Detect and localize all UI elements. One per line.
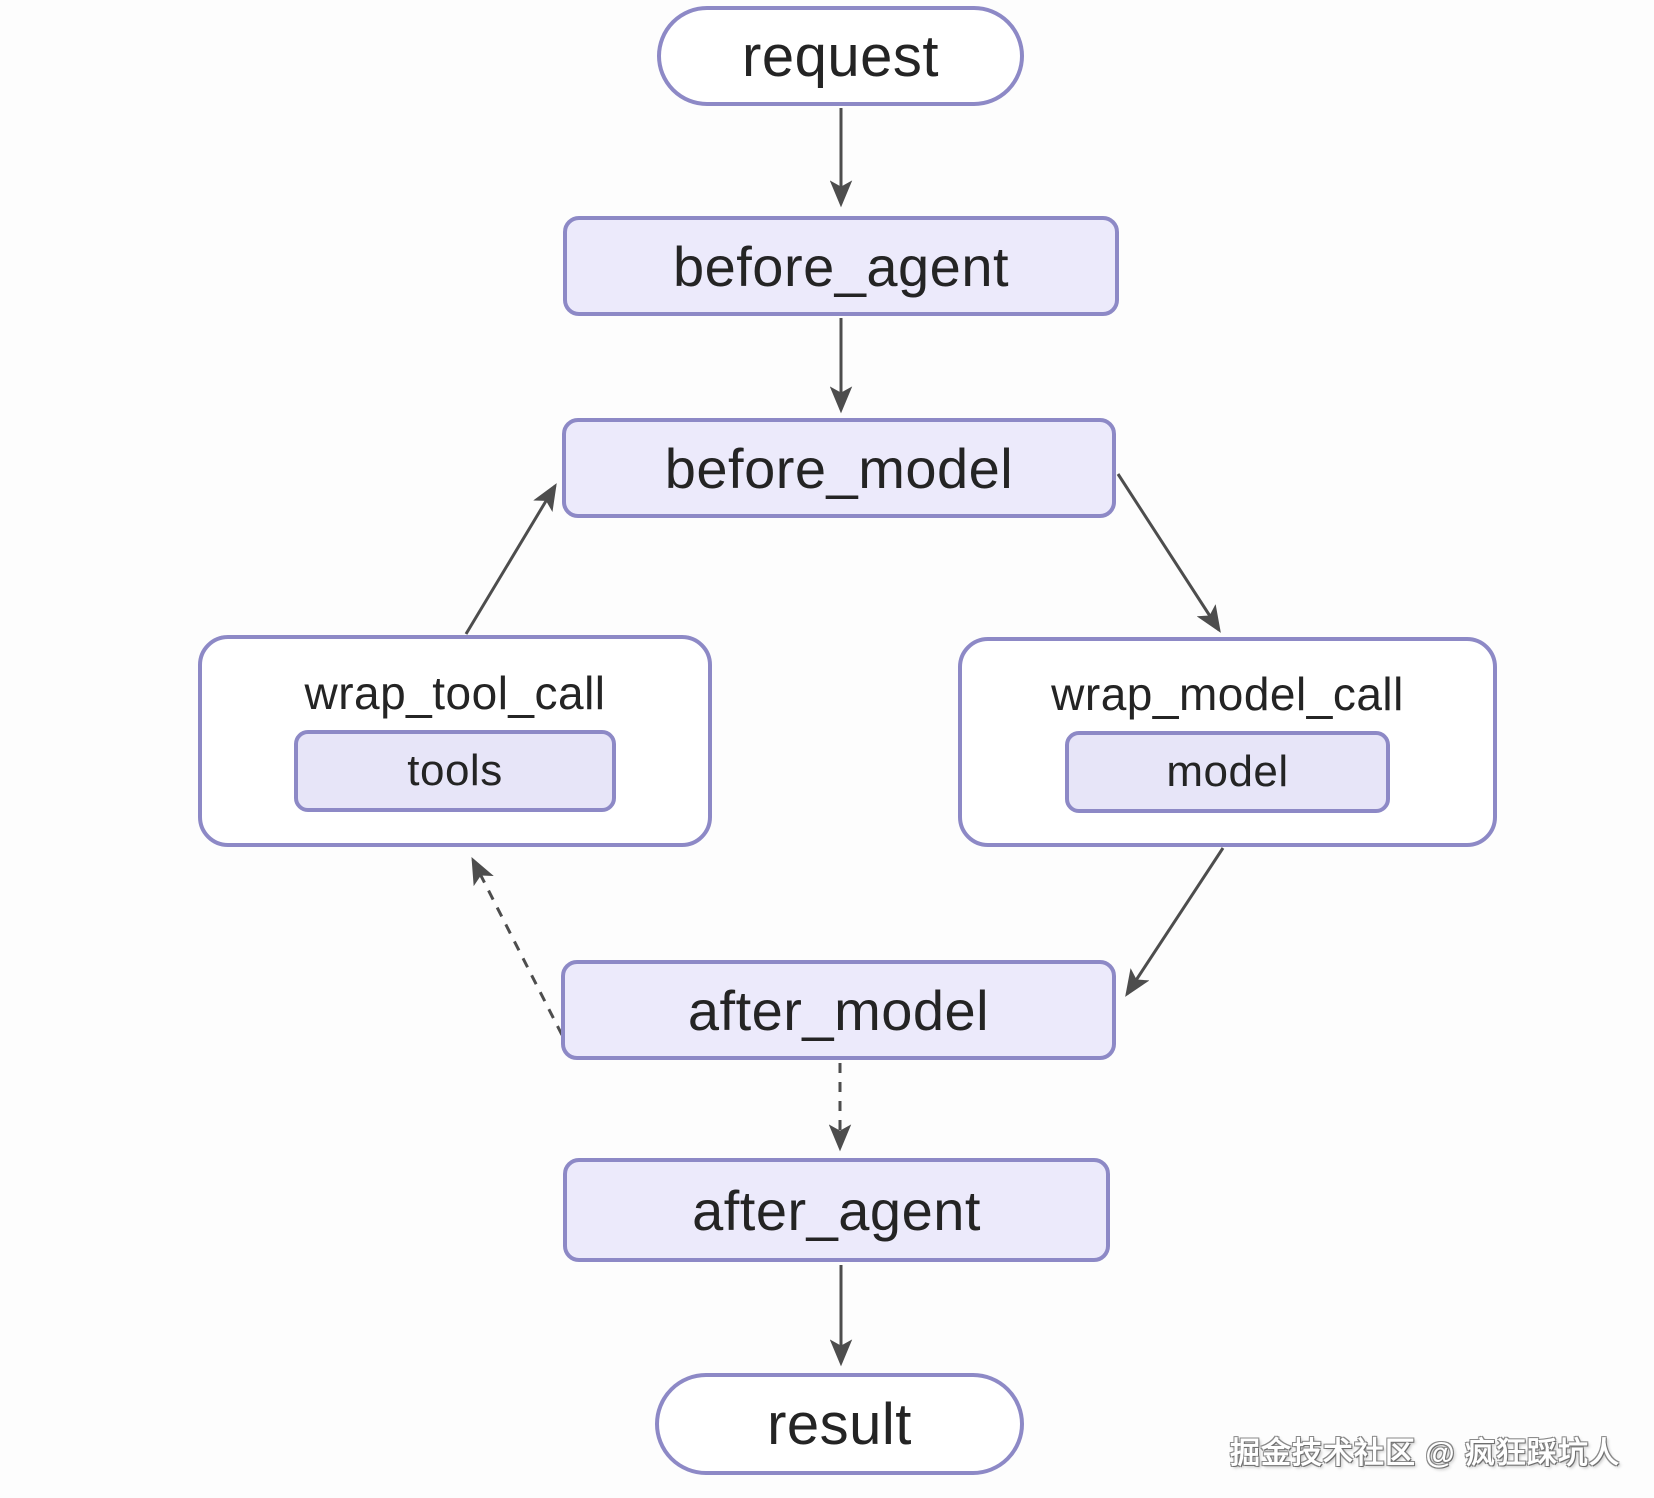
node-result-label: result bbox=[767, 1391, 912, 1457]
node-wrap-model-call-label: wrap_model_call bbox=[1051, 668, 1404, 720]
node-wrap-model-call: wrap_model_call model bbox=[958, 637, 1497, 847]
node-request-label: request bbox=[742, 23, 939, 89]
node-tools-label: tools bbox=[407, 746, 503, 795]
node-before-model: before_model bbox=[562, 418, 1116, 518]
node-before-agent-label: before_agent bbox=[672, 234, 1010, 298]
node-result: result bbox=[655, 1373, 1024, 1475]
node-request: request bbox=[657, 6, 1024, 106]
node-wrap-tool-call: wrap_tool_call tools bbox=[198, 635, 712, 847]
node-after-agent-label: after_agent bbox=[692, 1178, 981, 1242]
node-after-model-label: after_model bbox=[687, 978, 990, 1042]
node-before-model-label: before_model bbox=[664, 436, 1014, 500]
node-after-agent: after_agent bbox=[563, 1158, 1110, 1262]
node-before-agent: before_agent bbox=[563, 216, 1119, 316]
node-model-label: model bbox=[1166, 747, 1289, 796]
edge-wrap_model_call-after_model bbox=[1125, 847, 1225, 997]
edge-before_model-wrap_model_call bbox=[1116, 473, 1221, 633]
watermark: 掘金技术社区 @ 疯狂踩坑人 bbox=[1230, 1437, 1620, 1470]
node-wrap-tool-call-label: wrap_tool_call bbox=[304, 667, 606, 719]
node-after-model: after_model bbox=[561, 960, 1116, 1060]
node-tools: tools bbox=[294, 730, 616, 812]
node-model: model bbox=[1065, 731, 1390, 813]
edge-wrap_tool_call-before_model bbox=[464, 483, 557, 635]
edge-after_model-wrap_tool_call bbox=[471, 856, 564, 1036]
